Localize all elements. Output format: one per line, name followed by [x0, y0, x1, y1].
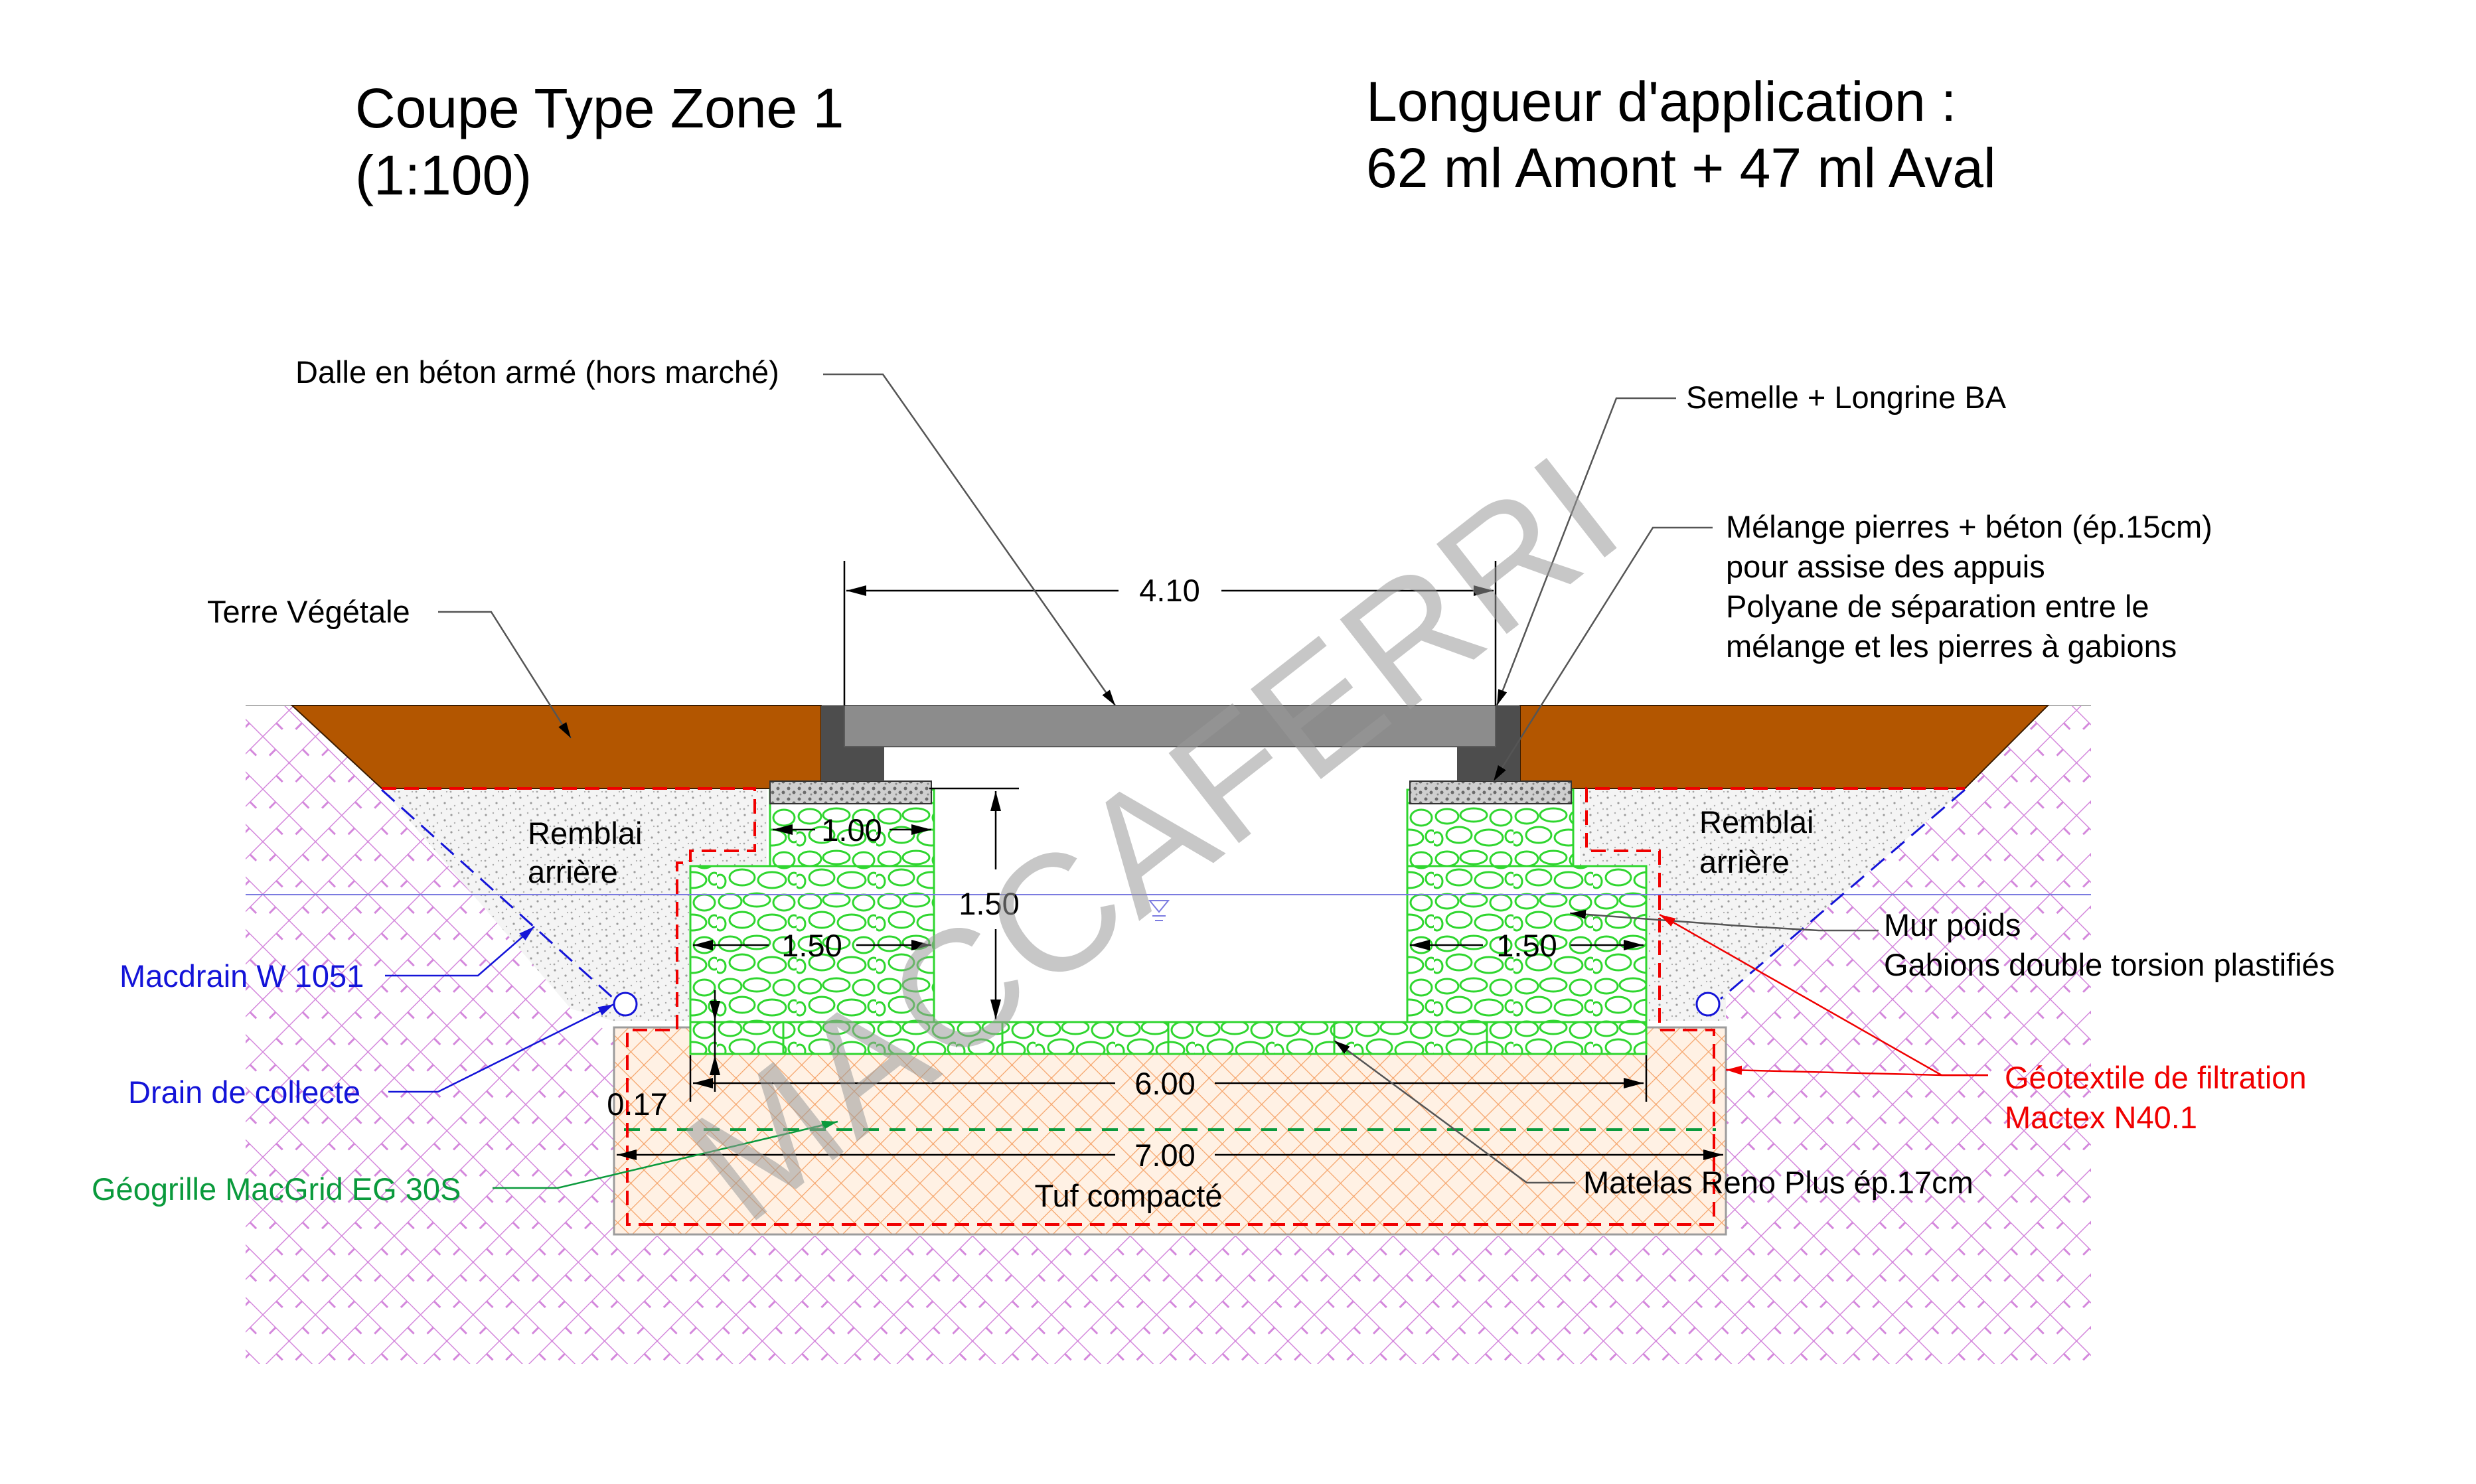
- leader-dalle: [823, 373, 1117, 706]
- label-melange-1: Mélange pierres + béton (ép.15cm): [1726, 509, 2212, 544]
- title-scale: (1:100): [355, 144, 532, 206]
- dim-span: 4.10: [1139, 573, 1199, 608]
- label-geogrille: Géogrille MacGrid EG 30S: [92, 1171, 461, 1207]
- title-length-label: Longueur d'application :: [1366, 70, 1956, 133]
- dim-height: 1.50: [959, 886, 1019, 921]
- dim-right-gabion: 1.50: [1496, 928, 1557, 963]
- leader-terre: [438, 611, 572, 739]
- bedding-left: [769, 780, 932, 804]
- label-mur-1: Mur poids: [1884, 907, 2021, 942]
- geotextile-left: [382, 787, 1965, 1226]
- label-melange-3: Polyane de séparation entre le: [1726, 589, 2149, 624]
- label-melange-4: mélange et les pierres à gabions: [1726, 629, 2177, 664]
- bedding-right: [1409, 780, 1572, 804]
- dim-left-gabion: 1.50: [781, 928, 842, 963]
- label-geotextile-2: Mactex N40.1: [2005, 1100, 2197, 1135]
- label-melange-2: pour assise des appuis: [1726, 549, 2045, 584]
- title-zone: Coupe Type Zone 1: [355, 77, 844, 139]
- label-dalle: Dalle en béton armé (hors marché): [295, 354, 779, 390]
- label-remblai-right-1: Remblai: [1699, 804, 1814, 840]
- dim-base-inner: 6.00: [1134, 1066, 1195, 1101]
- macdrain-right: [1720, 788, 1966, 1000]
- label-geotextile-1: Géotextile de filtration: [2005, 1060, 2307, 1095]
- title-length-value: 62 ml Amont + 47 ml Aval: [1366, 137, 1996, 199]
- leader-geotextile-b: [1725, 1065, 1988, 1076]
- leader-drain: [388, 1003, 615, 1093]
- label-remblai-right-2: arrière: [1699, 844, 1790, 879]
- label-matelas: Matelas Reno Plus ép.17cm: [1583, 1165, 1973, 1200]
- backfill-right: [1580, 788, 1965, 1021]
- leader-matelas: [1334, 1039, 1575, 1184]
- topsoil-left: [290, 705, 822, 789]
- leader-mur: [1569, 909, 1879, 932]
- label-semelle: Semelle + Longrine BA: [1686, 380, 2007, 415]
- label-tuf: Tuf compacté: [1035, 1178, 1223, 1213]
- dim-base-outer: 7.00: [1134, 1138, 1195, 1173]
- backfill-left: [382, 788, 767, 1022]
- drain-right: [1695, 992, 1721, 1017]
- topsoil-right: [1519, 705, 2050, 789]
- leader-melange: [1492, 526, 1713, 782]
- label-remblai-left-2: arrière: [528, 854, 618, 889]
- leader-geogrille: [493, 1120, 838, 1189]
- label-remblai-left-1: Remblai: [528, 816, 642, 851]
- label-mur-2: Gabions double torsion plastifiés: [1884, 947, 2335, 982]
- water-level-icon: [1148, 900, 1170, 921]
- leader-semelle: [1496, 397, 1676, 706]
- leader-macdrain: [385, 926, 535, 977]
- drain-left: [613, 992, 638, 1017]
- label-terre: Terre Végétale: [207, 594, 410, 629]
- label-macdrain: Macdrain W 1051: [119, 958, 364, 994]
- dim-mattress: 0.17: [607, 1086, 667, 1122]
- label-drain: Drain de collecte: [128, 1075, 360, 1110]
- concrete-slab: [844, 705, 1496, 747]
- dim-top-gabion: 1.00: [821, 812, 882, 848]
